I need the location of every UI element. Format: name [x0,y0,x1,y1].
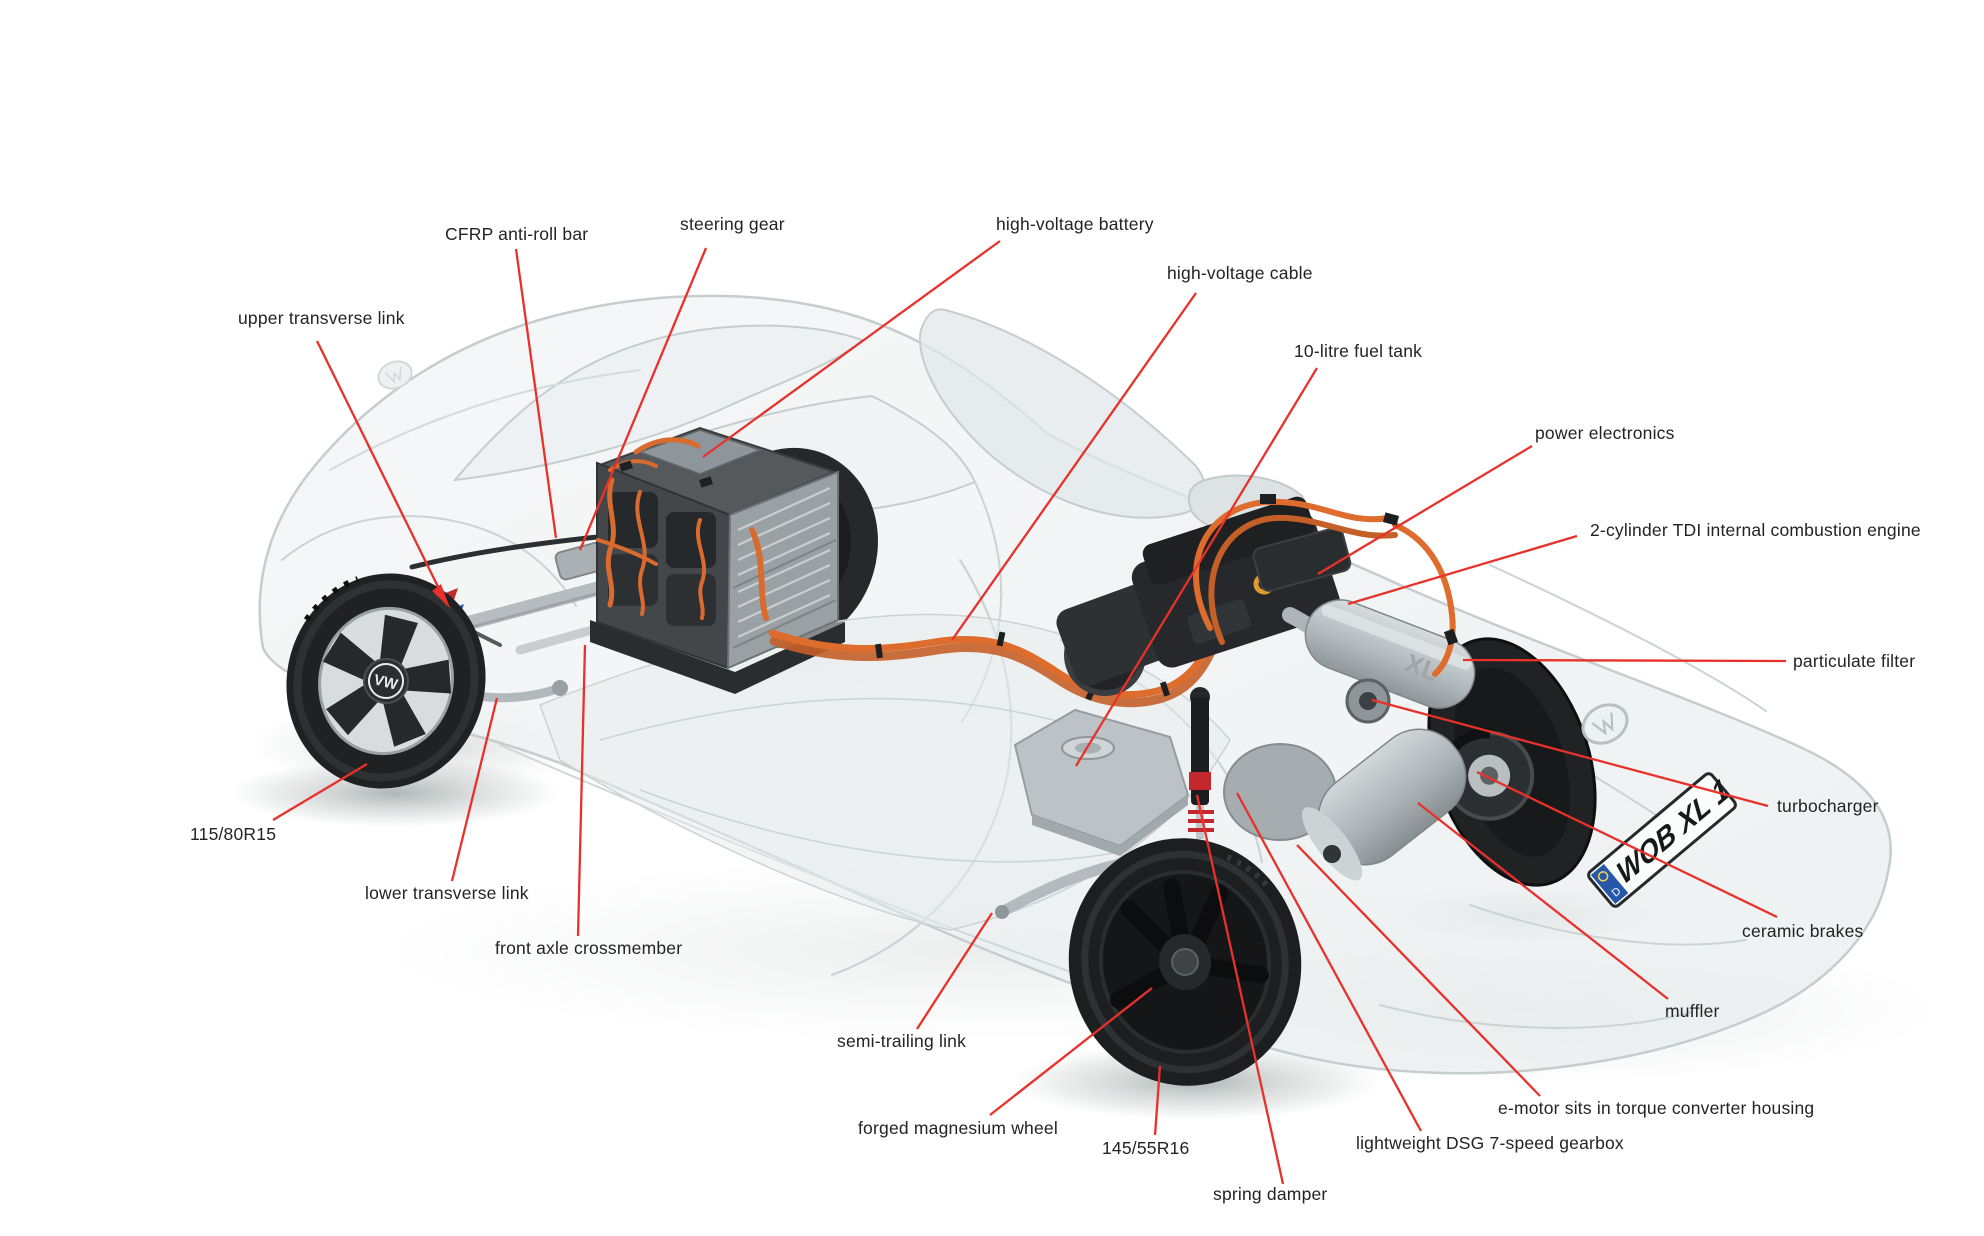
label-lower-transverse-link: lower transverse link [365,883,529,903]
vw-logo-icon [1581,703,1629,745]
label-ceramic-brakes: ceramic brakes [1742,921,1864,941]
rear-powertrain: XL [1056,494,1476,881]
leader-dsg-gearbox [1235,792,1423,1132]
label-power-electronics: power electronics [1535,423,1675,443]
eu-strip [1590,864,1629,905]
leader-high-voltage-cable [951,292,1197,641]
leader-upper-transverse-link [315,340,449,606]
label-front-tyre-size: 115/80R15 [190,824,277,844]
particulate-filter-part: XL [1304,599,1476,709]
leader-front-axle-crossmember [576,644,587,937]
high-voltage-battery-pack [590,426,845,694]
leader-ceramic-brakes [1476,770,1778,919]
label-steering-gear: steering gear [680,214,785,234]
leader-particulate-filter [1462,658,1787,663]
leader-power-electronics [1317,445,1533,575]
label-dsg-gearbox: lightweight DSG 7-speed gearbox [1356,1133,1624,1153]
label-high-voltage-cable: high-voltage cable [1167,263,1313,283]
label-particulate-filter: particulate filter [1793,651,1916,671]
leader-forged-magnesium-wheel [989,987,1153,1116]
leader-lower-transverse-link [450,697,499,882]
leader-turbocharger [1371,698,1769,808]
vw-logo-icon [363,658,409,704]
label-semi-trailing-link: semi-trailing link [837,1031,967,1051]
engine-hv-cables [1193,494,1459,677]
rear-left-wheel [1068,838,1302,1086]
label-forged-magnesium-wheel: forged magnesium wheel [858,1118,1058,1138]
leader-e-motor [1296,844,1541,1097]
svg-text:VW: VW [372,671,400,694]
label-muffler: muffler [1665,1001,1720,1021]
leader-high-voltage-battery [702,240,1001,458]
label-turbocharger: turbocharger [1777,796,1879,816]
label-rear-tyre-size: 145/55R16 [1102,1138,1190,1158]
leader-semi-trailing-link [916,912,993,1030]
label-high-voltage-battery: high-voltage battery [996,214,1154,234]
leader-arrowhead [432,584,450,608]
leader-spring-damper [1195,794,1285,1185]
front-left-wheel: VW [286,573,486,789]
label-tdi-engine: 2-cylinder TDI internal combustion engin… [1590,520,1921,540]
label-upper-transverse-link: upper transverse link [238,308,405,328]
label-spring-damper: spring damper [1213,1184,1328,1204]
power-electronics-unit [1252,527,1352,592]
fuel-tank [1013,708,1190,856]
label-cfrp-anti-roll-bar: CFRP anti-roll bar [445,224,589,244]
rear-right-wheel [1427,637,1597,887]
turbocharger-part [1345,678,1391,724]
leader-fuel-tank [1075,367,1318,767]
spring-damper-part [1188,687,1214,839]
leader-lines [272,240,1787,1185]
label-e-motor: e-motor sits in torque converter housing [1498,1098,1815,1118]
leader-muffler [1417,802,1669,1000]
label-fuel-tank: 10-litre fuel tank [1294,341,1423,361]
leader-rear-tyre-size [1153,1065,1162,1136]
leader-tdi-engine [1347,534,1578,606]
leader-cfrp-anti-roll-bar [514,248,558,539]
label-front-axle-crossmember: front axle crossmember [495,938,683,958]
vw-logo-icon [377,360,413,390]
leader-front-tyre-size [272,763,368,821]
leader-steering-gear [578,247,708,551]
